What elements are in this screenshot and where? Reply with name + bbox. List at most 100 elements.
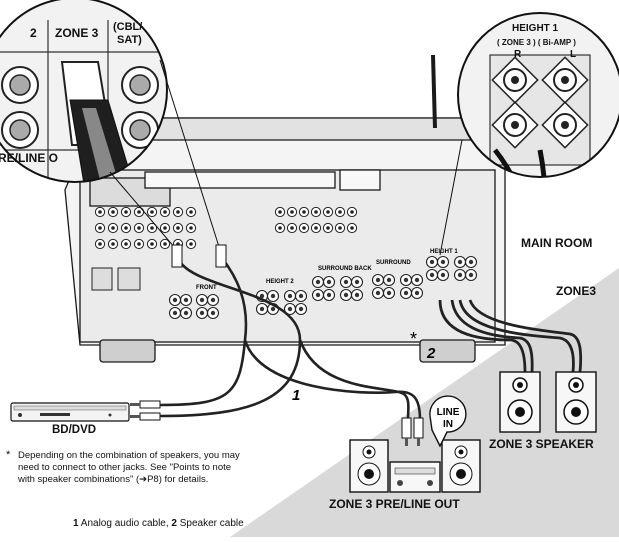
zoom-left-preline-fragment: RE/LINE O xyxy=(0,151,58,165)
rca-jack-pin xyxy=(338,210,342,214)
rca-jack-pin xyxy=(189,210,193,214)
rca-jack-pin xyxy=(137,226,141,230)
speaker-terminal-post xyxy=(287,306,293,312)
speaker-terminal-post xyxy=(326,292,332,298)
speaker-terminal-post xyxy=(375,277,381,283)
speaker-terminal-post xyxy=(315,292,321,298)
rs232-port xyxy=(91,267,113,291)
zoom-right-l: L xyxy=(570,49,576,60)
rca-jack-pin xyxy=(124,226,128,230)
speaker-terminal-post xyxy=(172,310,178,316)
legend-num-2: 2 xyxy=(171,518,177,529)
speaker-terminal-post xyxy=(386,290,392,296)
speaker-terminal-post xyxy=(403,290,409,296)
rca-jack-pin xyxy=(150,226,154,230)
speaker-terminal-post xyxy=(259,306,265,312)
speaker-terminal-post xyxy=(270,306,276,312)
rca-plugs-zone3 xyxy=(401,417,424,446)
speaker-terminal-post xyxy=(343,279,349,285)
cable-legend: 1 Analog audio cable, 2 Speaker cable xyxy=(73,518,244,530)
zoom-left-zone3-label: ZONE 3 xyxy=(55,26,99,40)
rca-jack-pin xyxy=(302,226,306,230)
rca-jack-pin xyxy=(111,210,115,214)
rca-jack-pin xyxy=(314,210,318,214)
speaker-terminal-post xyxy=(270,293,276,299)
main-room-label: MAIN ROOM xyxy=(521,236,593,250)
speaker-terminal-post xyxy=(457,272,463,278)
speaker-terminal-post xyxy=(183,297,189,303)
speaker-terminal-post xyxy=(468,272,474,278)
panel-surround-back-label: SURROUND BACK xyxy=(318,266,372,272)
speaker-terminal-post xyxy=(468,259,474,265)
rca-jack-pin xyxy=(150,242,154,246)
rca-jack-pin xyxy=(290,210,294,214)
speaker-terminal-post xyxy=(199,310,205,316)
zone3-preline-out-label: ZONE 3 PRE/LINE OUT xyxy=(329,497,460,511)
rca-plugs-player xyxy=(130,400,161,421)
speaker-terminal-post xyxy=(287,293,293,299)
zone3-speaker-label: ZONE 3 SPEAKER xyxy=(489,437,594,451)
binding-post-hole xyxy=(511,76,519,84)
zoom-left-cbl-label: (CBL/ xyxy=(113,21,142,33)
speaker-terminal-post xyxy=(354,279,360,285)
rca-jack-pin xyxy=(163,210,167,214)
rca-jack-pin xyxy=(350,210,354,214)
speaker-terminal-post xyxy=(429,272,435,278)
speaker-terminal-post xyxy=(440,259,446,265)
speaker-terminal-post xyxy=(172,297,178,303)
footnote-mark: * xyxy=(6,449,11,461)
zone3-speaker-right xyxy=(499,371,541,433)
zoom-left-sat-label: SAT) xyxy=(117,34,142,46)
rca-jack-pin xyxy=(163,226,167,230)
rca-jack-pin xyxy=(189,226,193,230)
speaker-terminal-post xyxy=(414,277,420,283)
panel-height1-label: HEIGHT 1 xyxy=(430,249,458,255)
rca-jack-pin xyxy=(326,226,330,230)
rca-jack-pin xyxy=(176,210,180,214)
speaker-terminal-post xyxy=(326,279,332,285)
speaker-cable xyxy=(438,299,583,373)
speaker-terminals xyxy=(168,255,478,320)
rca-jack-pin xyxy=(314,226,318,230)
speaker-terminal-post xyxy=(315,279,321,285)
speaker-terminal-post xyxy=(354,292,360,298)
zone3-speaker-left xyxy=(555,371,597,433)
zoom-circle-right: HEIGHT 1 ( ZONE 3 ) ( Bi-AMP ) R L xyxy=(457,12,619,178)
rca-jack-pin xyxy=(124,210,128,214)
rca-jack-pin xyxy=(350,226,354,230)
speaker-terminal-post xyxy=(429,259,435,265)
line-in-text-1: LINE xyxy=(437,407,460,418)
zoom-right-height1-sub: ( ZONE 3 ) ( Bi-AMP ) xyxy=(497,38,576,47)
speaker-terminal-post xyxy=(210,297,216,303)
rca-jack-pin xyxy=(302,210,306,214)
line-in-text-2: IN xyxy=(443,419,453,430)
cable-number-1: 1 xyxy=(292,387,300,404)
rca-jack-pin xyxy=(326,210,330,214)
panel-front-label: FRONT xyxy=(196,285,217,291)
speaker-terminal-post xyxy=(403,277,409,283)
line-in-callout: LINE IN xyxy=(429,395,467,448)
rca-jack-pin xyxy=(163,242,167,246)
binding-post-hole xyxy=(561,76,569,84)
bd-dvd-player xyxy=(10,402,130,422)
callout-line-left xyxy=(109,171,176,249)
analog-audio-cable xyxy=(159,257,422,421)
rca-jack-pin xyxy=(278,226,282,230)
bd-dvd-label: BD/DVD xyxy=(52,424,97,436)
speaker-terminal-post xyxy=(386,277,392,283)
rca-jack-pin xyxy=(111,226,115,230)
asterisk-mark: * xyxy=(410,329,417,349)
rca-jack-pin xyxy=(176,226,180,230)
speaker-terminal-post xyxy=(298,306,304,312)
rca-jack-pin xyxy=(98,210,102,214)
legend-num-1: 1 xyxy=(73,518,79,529)
antenna xyxy=(431,54,437,129)
rca-plugs-receiver xyxy=(171,244,227,268)
legend-text-2: Speaker cable xyxy=(176,518,244,529)
rca-jack-pin xyxy=(124,242,128,246)
rca-jack-pin xyxy=(137,210,141,214)
speaker-terminal-post xyxy=(375,290,381,296)
speaker-terminal-post xyxy=(343,292,349,298)
